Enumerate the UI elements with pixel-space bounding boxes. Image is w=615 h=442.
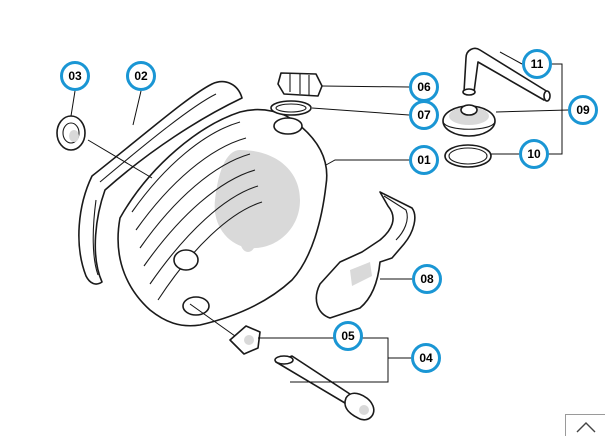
callout-11[interactable]: 11	[522, 49, 552, 79]
callout-05[interactable]: 05	[333, 321, 363, 351]
leader-lines	[70, 51, 569, 383]
callout-08[interactable]: 08	[412, 264, 442, 294]
callout-06[interactable]: 06	[409, 72, 439, 102]
o-ring-large-part	[444, 144, 492, 168]
callout-04[interactable]: 04	[411, 343, 441, 373]
callout-03[interactable]: 03	[60, 61, 90, 91]
hose-part	[462, 47, 551, 102]
gasket-part	[78, 80, 243, 285]
chevron-up-glyph	[576, 422, 596, 433]
bolt-part	[274, 355, 375, 421]
side-guard-part	[315, 191, 416, 319]
chevron-up-icon[interactable]	[565, 414, 605, 436]
callout-09[interactable]: 09	[568, 95, 598, 125]
breather-valve-part	[442, 104, 496, 137]
callout-07[interactable]: 07	[409, 100, 439, 130]
callout-02[interactable]: 02	[126, 61, 156, 91]
callout-01[interactable]: 01	[409, 145, 439, 175]
o-ring-small-part	[270, 100, 312, 116]
grommet-part	[56, 115, 86, 151]
cap-part	[277, 72, 323, 97]
bolt-grommet-part	[229, 325, 261, 355]
callout-10[interactable]: 10	[519, 139, 549, 169]
valve-cover-part	[117, 108, 328, 327]
